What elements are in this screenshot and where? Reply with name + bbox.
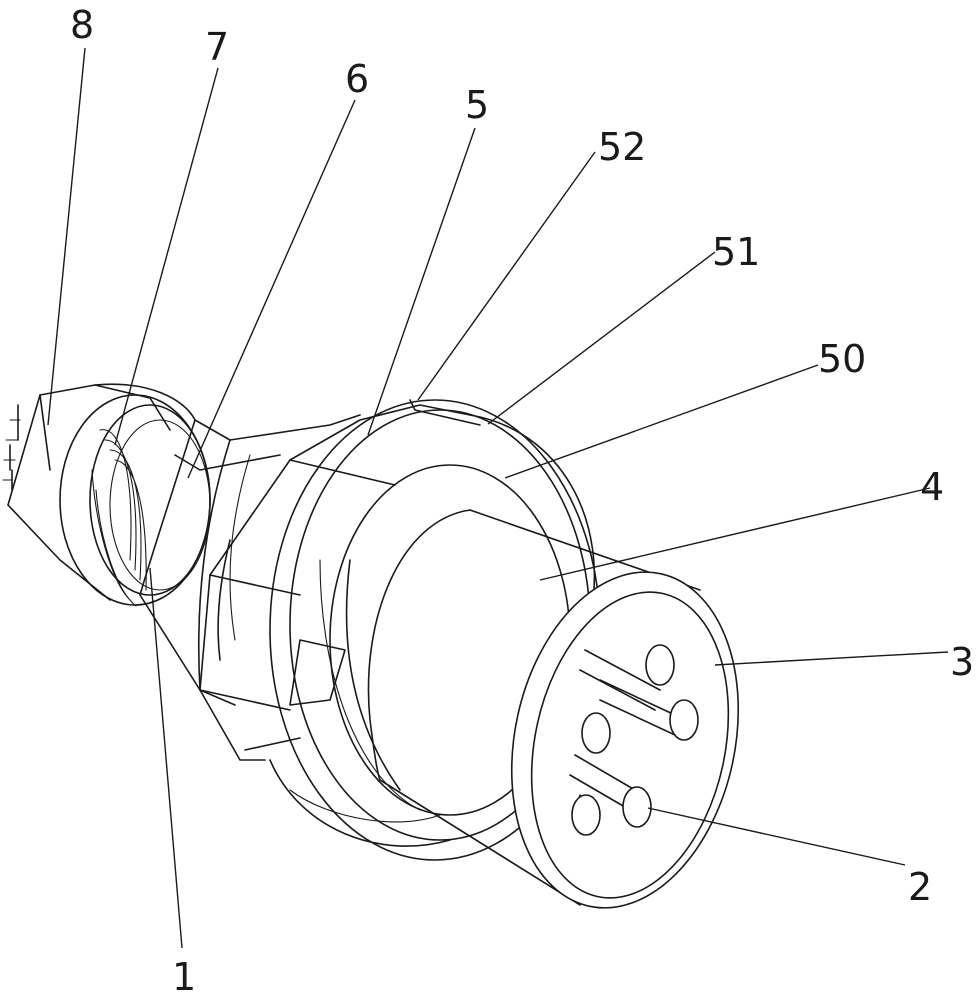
label-1: 1 bbox=[172, 955, 196, 999]
leader-4 bbox=[539, 487, 931, 581]
part-6-rear-housing bbox=[139, 414, 361, 706]
label-52: 52 bbox=[598, 125, 646, 169]
leader-8 bbox=[47, 47, 86, 426]
label-8: 8 bbox=[70, 3, 94, 47]
leader-3 bbox=[714, 651, 949, 666]
leader-1 bbox=[149, 567, 183, 949]
label-4: 4 bbox=[920, 465, 944, 509]
leader-5 bbox=[367, 127, 476, 436]
label-2: 2 bbox=[908, 865, 932, 909]
part-7-threaded-nut bbox=[59, 394, 211, 607]
leader-6 bbox=[187, 99, 356, 479]
part-3-front-face bbox=[510, 571, 740, 909]
leader-52 bbox=[417, 151, 596, 401]
leader-lines bbox=[47, 47, 949, 949]
leader-2 bbox=[647, 807, 906, 866]
part-2-contact-pins bbox=[569, 644, 699, 836]
label-3: 3 bbox=[950, 640, 974, 684]
label-50: 50 bbox=[818, 337, 866, 381]
label-6: 6 bbox=[345, 57, 369, 101]
leader-50 bbox=[504, 364, 819, 479]
part-8-terminal-block bbox=[2, 383, 196, 601]
reference-numerals: 8 7 6 5 52 51 50 4 3 2 1 bbox=[70, 3, 974, 999]
label-51: 51 bbox=[712, 230, 760, 274]
part-5-collar bbox=[199, 404, 471, 761]
leader-51 bbox=[487, 251, 716, 425]
leader-7 bbox=[114, 67, 219, 446]
label-5: 5 bbox=[465, 83, 489, 127]
label-7: 7 bbox=[205, 25, 229, 69]
